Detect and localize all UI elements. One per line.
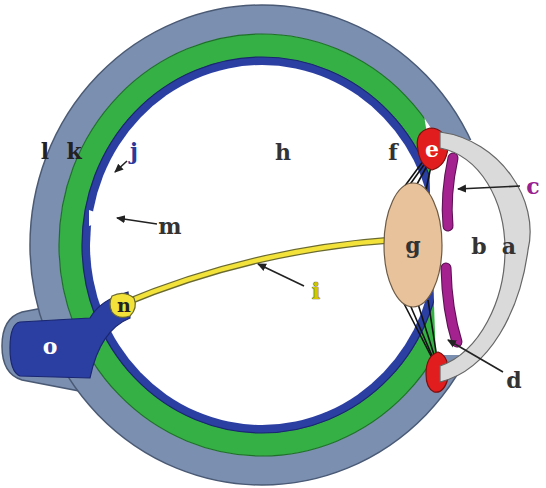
leader-line — [458, 186, 520, 189]
part-label: n — [117, 296, 131, 315]
iris — [447, 158, 453, 226]
part-label: g — [405, 234, 420, 256]
iris — [446, 268, 457, 342]
part-label: o — [43, 335, 58, 357]
part-label: f — [388, 141, 397, 163]
optic-disc — [110, 293, 135, 317]
part-label: h — [275, 141, 291, 163]
leader-line — [258, 264, 304, 286]
part-label: m — [158, 215, 181, 237]
fovea — [89, 210, 112, 226]
vitreous — [90, 65, 434, 425]
retina — [82, 57, 442, 433]
part-label: k — [66, 140, 81, 162]
iris-outline — [446, 268, 457, 342]
part-label: j — [130, 140, 138, 162]
part-label: i — [312, 280, 320, 302]
canal-outline — [120, 240, 392, 305]
cornea — [440, 132, 530, 382]
leader-line — [115, 161, 127, 172]
part-label: c — [526, 175, 539, 197]
leader-line — [448, 340, 503, 372]
part-label: a — [502, 235, 516, 257]
part-label: d — [506, 369, 521, 391]
part-label: e — [425, 138, 439, 160]
lens — [384, 183, 442, 307]
hyaloid-canal — [120, 240, 392, 305]
sclera — [30, 5, 494, 485]
choroid — [59, 34, 465, 456]
sclera-inner — [59, 34, 465, 456]
iris-outline — [447, 158, 453, 226]
leader-line — [117, 218, 157, 224]
part-label: b — [471, 235, 486, 257]
part-label: l — [41, 140, 49, 162]
